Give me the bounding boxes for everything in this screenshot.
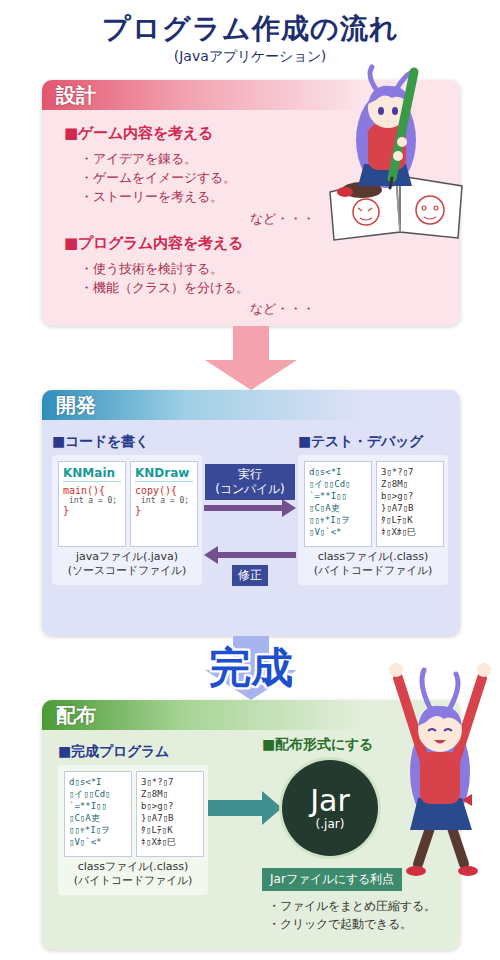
section-header: 設計: [42, 80, 362, 110]
bullet-item: ・ゲームをイメージする。: [80, 169, 236, 187]
bytecode-line: ﾈ▯Xﾎ▯巳: [141, 836, 199, 848]
flow-arrow: [205, 326, 297, 390]
file-caption: classファイル(.class) (バイトコードファイル): [58, 860, 208, 888]
hand: [477, 663, 491, 677]
phase-panel: 配布 ■配布形式にする・ファイルをまとめ圧縮する。・クリックで起動できる。 ■完成プ…: [42, 700, 460, 950]
bytecode-line: ﾀ▯Lﾃ▯K: [381, 514, 439, 526]
sketch: [353, 199, 379, 225]
topic-heading: ■プログラム内容を考える: [64, 234, 243, 253]
shoe: [406, 866, 426, 876]
method-line: main(){: [63, 485, 121, 496]
bytecode-line: ﾀ▯Lﾃ▯K: [141, 824, 199, 836]
hand: [389, 663, 403, 677]
bytecode-line: ▯イ▯▯Cd▯: [309, 478, 367, 490]
class-name: KNMain: [63, 466, 121, 482]
file-area: ■完成プログラムclassファイル(.class) (バイトコードファイル)d▯…: [58, 765, 208, 895]
bullet-item: ・ストーリーを考える。: [80, 188, 223, 206]
bytecode-line: ▯C▯A吏: [309, 502, 367, 514]
bytecode-line: `=**I▯▯: [309, 490, 367, 502]
bytecode-line: d▯s<*I: [309, 466, 367, 478]
bullet-item: ・クリックで起動できる。: [268, 916, 412, 933]
subtitle: (Javaアプリケーション): [0, 48, 500, 66]
brace: }: [135, 505, 193, 516]
bytecode-line: ▯C▯A吏: [69, 812, 127, 824]
eye: [378, 107, 384, 115]
bytecode-line: ▯V▯`<*: [309, 526, 367, 538]
sketch: [422, 206, 438, 219]
area-heading: ■テスト・デバッグ: [298, 433, 423, 451]
area-heading: ■完成プログラム: [58, 743, 169, 761]
bullet-item: ・機能（クラス）を分ける。: [80, 279, 249, 297]
class-name: KNDraw: [135, 466, 193, 482]
jar-label: Jar: [310, 785, 350, 817]
hand: [397, 137, 407, 147]
file-area: ■コードを書くjavaファイル(.java) (ソースコードファイル)KNMai…: [52, 455, 202, 585]
sketch: [358, 208, 372, 220]
flow-arrow: [205, 636, 297, 700]
bullet-item: ・ファイルをまとめ圧縮する。: [268, 898, 436, 915]
topic-heading: ■ゲーム内容を考える: [64, 124, 213, 143]
bytecode-line: d▯s<*I: [69, 776, 127, 788]
bytecode-line: Z▯8M▯: [141, 788, 199, 800]
topic-heading: ■配布形式にする: [262, 736, 373, 754]
arrow-line: [204, 505, 282, 511]
file-area: ■テスト・デバッグclassファイル(.class) (バイトコードファイル)d…: [298, 455, 448, 585]
bytecode-line: ▯▯ｬ*I▯ヲ: [309, 514, 367, 526]
bytecode-card: d▯s<*I▯イ▯▯Cd▯`=**I▯▯▯C▯A吏▯▯ｬ*I▯ヲ▯V▯`<*: [64, 771, 132, 857]
edge-label: 修正: [232, 565, 268, 586]
bytecode-line: ▯V▯`<*: [69, 836, 127, 848]
note-text: など・・・: [250, 210, 315, 228]
file-caption: classファイル(.class) (バイトコードファイル): [298, 550, 448, 578]
pencil-tip: [390, 178, 392, 188]
bytecode-line: }▯A7▯B: [381, 502, 439, 514]
area-heading: ■コードを書く: [52, 433, 149, 451]
bullet-item: ・使う技術を検討する。: [80, 260, 223, 278]
bullet-item: ・アイデアを錬る。: [80, 150, 197, 168]
bytecode-card: 3▯*?▯7Z▯8M▯b▯>g▯?}▯A7▯Bﾀ▯Lﾃ▯Kﾈ▯Xﾎ▯巳: [136, 771, 204, 857]
bytecode-line: Z▯8M▯: [381, 478, 439, 490]
section-header: 配布: [42, 700, 362, 730]
sketch: [416, 196, 444, 224]
benefit-heading: Jarファイルにする利点: [270, 871, 394, 888]
sweater: [420, 752, 460, 804]
bytecode-card: 3▯*?▯7Z▯8M▯b▯>g▯?}▯A7▯Bﾀ▯Lﾃ▯Kﾈ▯Xﾎ▯巳: [376, 461, 444, 547]
eye: [392, 107, 398, 115]
bytecode-line: `=**I▯▯: [69, 800, 127, 812]
bytecode-line: ﾈ▯Xﾎ▯巳: [381, 526, 439, 538]
source-card: KNDraw copy(){int a = 0;}: [130, 461, 198, 547]
benefit-box: Jarファイルにする利点: [262, 868, 402, 891]
bytecode-line: b▯>g▯?: [141, 800, 199, 812]
brace: }: [63, 505, 121, 516]
closed-eyes: [428, 729, 452, 731]
mouth: [434, 740, 446, 744]
note-text: など・・・: [250, 300, 315, 318]
phase-panel: 開発■コードを書くjavaファイル(.java) (ソースコードファイル)KNM…: [42, 390, 460, 636]
source-card: KNMain main(){int a = 0;}: [58, 461, 126, 547]
bow: [462, 794, 472, 806]
shoe: [337, 187, 353, 197]
bytecode-line: 3▯*?▯7: [141, 776, 199, 788]
bytecode-line: }▯A7▯B: [141, 812, 199, 824]
page-title: プログラム作成の流れ: [0, 10, 500, 48]
jar-extension: (.jar): [316, 817, 345, 831]
edge-label: 実行 (コンパイル): [205, 464, 295, 500]
jar-circle: Jar(.jar): [282, 760, 378, 856]
completion-label: 完成: [209, 645, 293, 691]
bytecode-line: 3▯*?▯7: [381, 466, 439, 478]
code-line: int a = 0;: [63, 496, 121, 505]
arrow-line: [218, 552, 296, 558]
flow-arrow: [205, 636, 297, 700]
bytecode-line: ▯イ▯▯Cd▯: [69, 788, 127, 800]
method-line: copy(){: [135, 485, 193, 496]
bytecode-card: d▯s<*I▯イ▯▯Cd▯`=**I▯▯▯C▯A吏▯▯ｬ*I▯ヲ▯V▯`<*: [304, 461, 372, 547]
bytecode-line: ▯▯ｬ*I▯ヲ: [69, 824, 127, 836]
section-header: 開発: [42, 390, 362, 420]
bytecode-line: b▯>g▯?: [381, 490, 439, 502]
flow-arrow: [205, 326, 297, 390]
hand: [393, 151, 403, 161]
file-caption: javaファイル(.java) (ソースコードファイル): [52, 550, 202, 578]
code-line: int a = 0;: [135, 496, 193, 505]
shoe: [458, 866, 478, 876]
